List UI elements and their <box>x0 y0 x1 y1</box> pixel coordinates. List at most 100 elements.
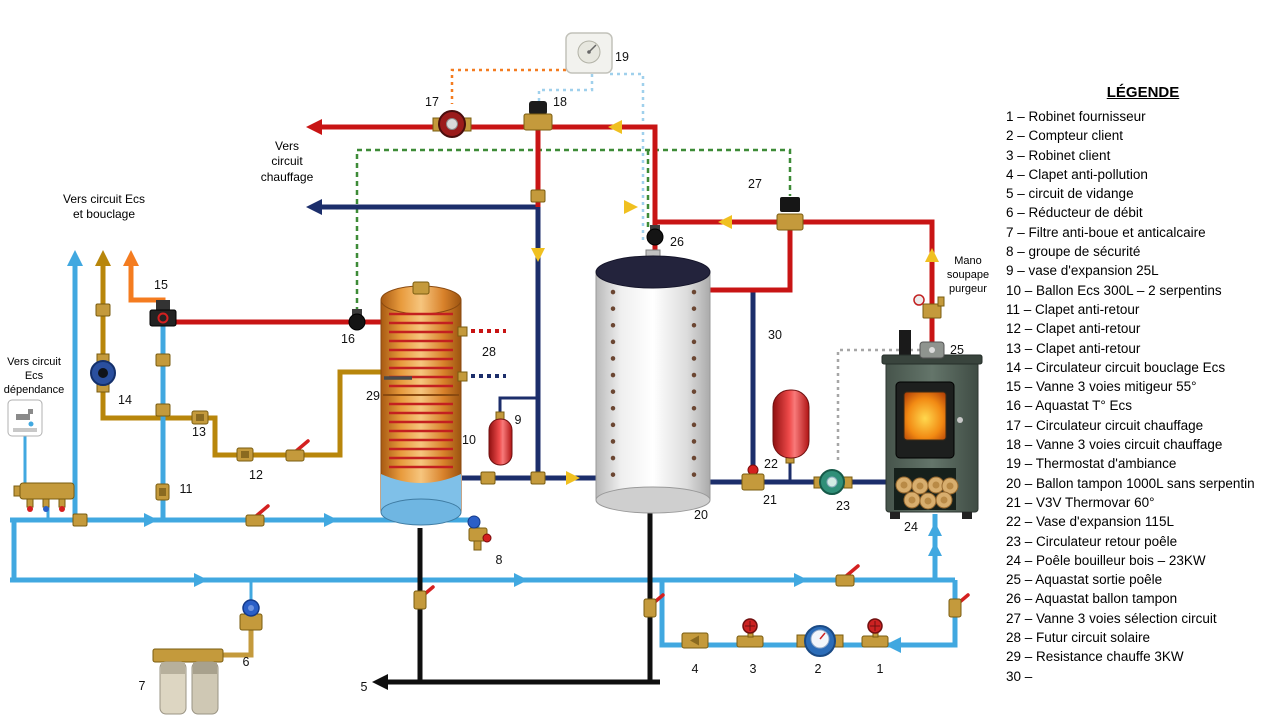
fittings-and-valves <box>72 101 970 657</box>
circulator-heating <box>432 110 472 138</box>
callout-1: 1 <box>876 662 884 676</box>
dhw-tank-top-fitting <box>412 281 430 295</box>
callout-26: 26 <box>670 235 684 249</box>
label-vers-chauffage: Vers circuit chauffage <box>260 139 314 184</box>
legend-item-11: 11 – Clapet anti-retour <box>1006 301 1140 317</box>
room-thermostat <box>565 32 613 74</box>
fitting-heating-return <box>530 189 546 203</box>
callout-7: 7 <box>138 679 146 693</box>
ball-valve-cold-main <box>245 504 270 527</box>
legend-item-12: 12 – Clapet anti-retour <box>1006 321 1141 337</box>
callout-15: 15 <box>154 278 168 292</box>
dhw-tank <box>380 281 468 526</box>
future-solar-stubs <box>463 329 506 378</box>
legend-item-25: 25 – Aquastat sortie poêle <box>1006 572 1163 588</box>
ball-valve-dhw-loop <box>285 439 310 462</box>
three-way-valve-selection <box>776 197 804 231</box>
check-valve-12 <box>236 447 254 462</box>
callout-14: 14 <box>118 393 132 407</box>
fitting-coil-return <box>530 471 546 485</box>
callout-12: 12 <box>249 468 263 482</box>
flow-arrows <box>67 119 942 690</box>
client-tap <box>736 618 764 648</box>
legend-item-16: 16 – Aquastat T° Ecs <box>1006 398 1132 414</box>
callout-9: 9 <box>514 413 522 427</box>
legend-item-13: 13 – Clapet anti-retour <box>1006 340 1141 356</box>
callout-17: 17 <box>425 95 439 109</box>
callout-3: 3 <box>749 662 757 676</box>
legend-item-21: 21 – V3V Thermovar 60° <box>1006 494 1155 510</box>
legend-item-14: 14 – Circulateur circuit bouclage Ecs <box>1006 359 1226 375</box>
callout-30: 30 <box>768 328 782 342</box>
legend-item-30: 30 – <box>1006 668 1033 684</box>
callout-22: 22 <box>764 457 778 471</box>
legend-item-3: 3 – Robinet client <box>1006 147 1111 163</box>
callout-8: 8 <box>495 553 503 567</box>
callout-20: 20 <box>694 508 708 522</box>
callout-27: 27 <box>748 177 762 191</box>
door-handle <box>957 417 963 423</box>
solar-port-upper <box>457 326 468 337</box>
callout-18: 18 <box>553 95 567 109</box>
legend: LÉGENDE 1 – Robinet fournisseur 2 – Comp… <box>1006 84 1280 686</box>
aquastat-stove-outlet <box>919 341 945 359</box>
legend-item-2: 2 – Compteur client <box>1006 128 1124 144</box>
circulator-stove-return <box>813 469 853 495</box>
legend-item-28: 28 – Futur circuit solaire <box>1006 630 1151 646</box>
distribution-manifold <box>13 482 75 512</box>
supplier-tap <box>861 618 889 648</box>
water-meter <box>796 625 844 657</box>
stove-flue <box>899 330 911 362</box>
legend-item-4: 4 – Clapet anti-pollution <box>1006 166 1148 182</box>
safety-group <box>467 515 492 551</box>
expansion-vessel-25l <box>488 411 513 466</box>
anti-sludge-filter <box>152 648 224 715</box>
legend-item-10: 10 – Ballon Ecs 300L – 2 serpentins <box>1006 282 1222 298</box>
callout-11: 11 <box>179 482 193 496</box>
pressure-reducer <box>222 599 263 658</box>
check-valve-antipollution <box>681 632 709 649</box>
callout-5: 5 <box>360 680 368 694</box>
legend-item-29: 29 – Resistance chauffe 3KW <box>1006 649 1184 665</box>
callout-21: 21 <box>763 493 777 507</box>
legend-item-8: 8 – groupe de sécurité <box>1006 244 1141 260</box>
fitting-coil-left <box>480 471 496 485</box>
callout-6: 6 <box>242 655 250 669</box>
three-way-valve-heating <box>523 101 553 131</box>
legend-item-22: 22 – Vase d'expansion 115L <box>1006 514 1174 530</box>
callout-2: 2 <box>814 662 822 676</box>
ball-valve-dhw-drain <box>413 585 435 610</box>
legend-item-19: 19 – Thermostat d'ambiance <box>1006 456 1177 472</box>
ball-valve-service <box>948 593 970 618</box>
legend-item-9: 9 – vase d'expansion 25L <box>1006 263 1159 279</box>
sink-icon <box>7 399 43 437</box>
legend-item-1: 1 – Robinet fournisseur <box>1006 109 1146 124</box>
fitting-mixer-riser-2 <box>155 403 171 417</box>
label-vers-ecs-dependance: Vers circuit Ecs dépendance <box>3 356 65 397</box>
solar-port-lower <box>457 371 468 382</box>
legend-item-15: 15 – Vanne 3 voies mitigeur 55° <box>1006 379 1197 395</box>
wood-stove <box>881 330 983 519</box>
legend-item-18: 18 – Vanne 3 voies circuit chauffage <box>1006 437 1223 453</box>
legend-item-7: 7 – Filtre anti-boue et anticalcaire <box>1006 224 1206 240</box>
callout-13: 13 <box>192 425 206 439</box>
ball-valve-cold-lower <box>835 564 860 587</box>
dhw-loop-pipes <box>100 258 385 458</box>
circulator-dhw-loop <box>90 353 116 393</box>
callout-28: 28 <box>482 345 496 359</box>
legend-item-5: 5 – circuit de vidange <box>1006 186 1134 202</box>
sensor-lines <box>355 68 920 464</box>
legend-item-27: 27 – Vanne 3 voies sélection circuit <box>1006 610 1217 626</box>
ball-valve-buffer-drain <box>643 593 665 618</box>
firewood-logs <box>895 476 959 510</box>
callout-23: 23 <box>836 499 850 513</box>
thermovar-valve <box>741 464 765 491</box>
callout-25: 25 <box>950 343 964 357</box>
callout-10: 10 <box>462 433 476 447</box>
fire-window <box>903 391 947 441</box>
legend-title: LÉGENDE <box>1106 84 1180 101</box>
callout-16: 16 <box>341 332 355 346</box>
label-mano-soupape: Mano soupape purgeur <box>946 255 990 296</box>
buffer-tank <box>595 249 711 514</box>
